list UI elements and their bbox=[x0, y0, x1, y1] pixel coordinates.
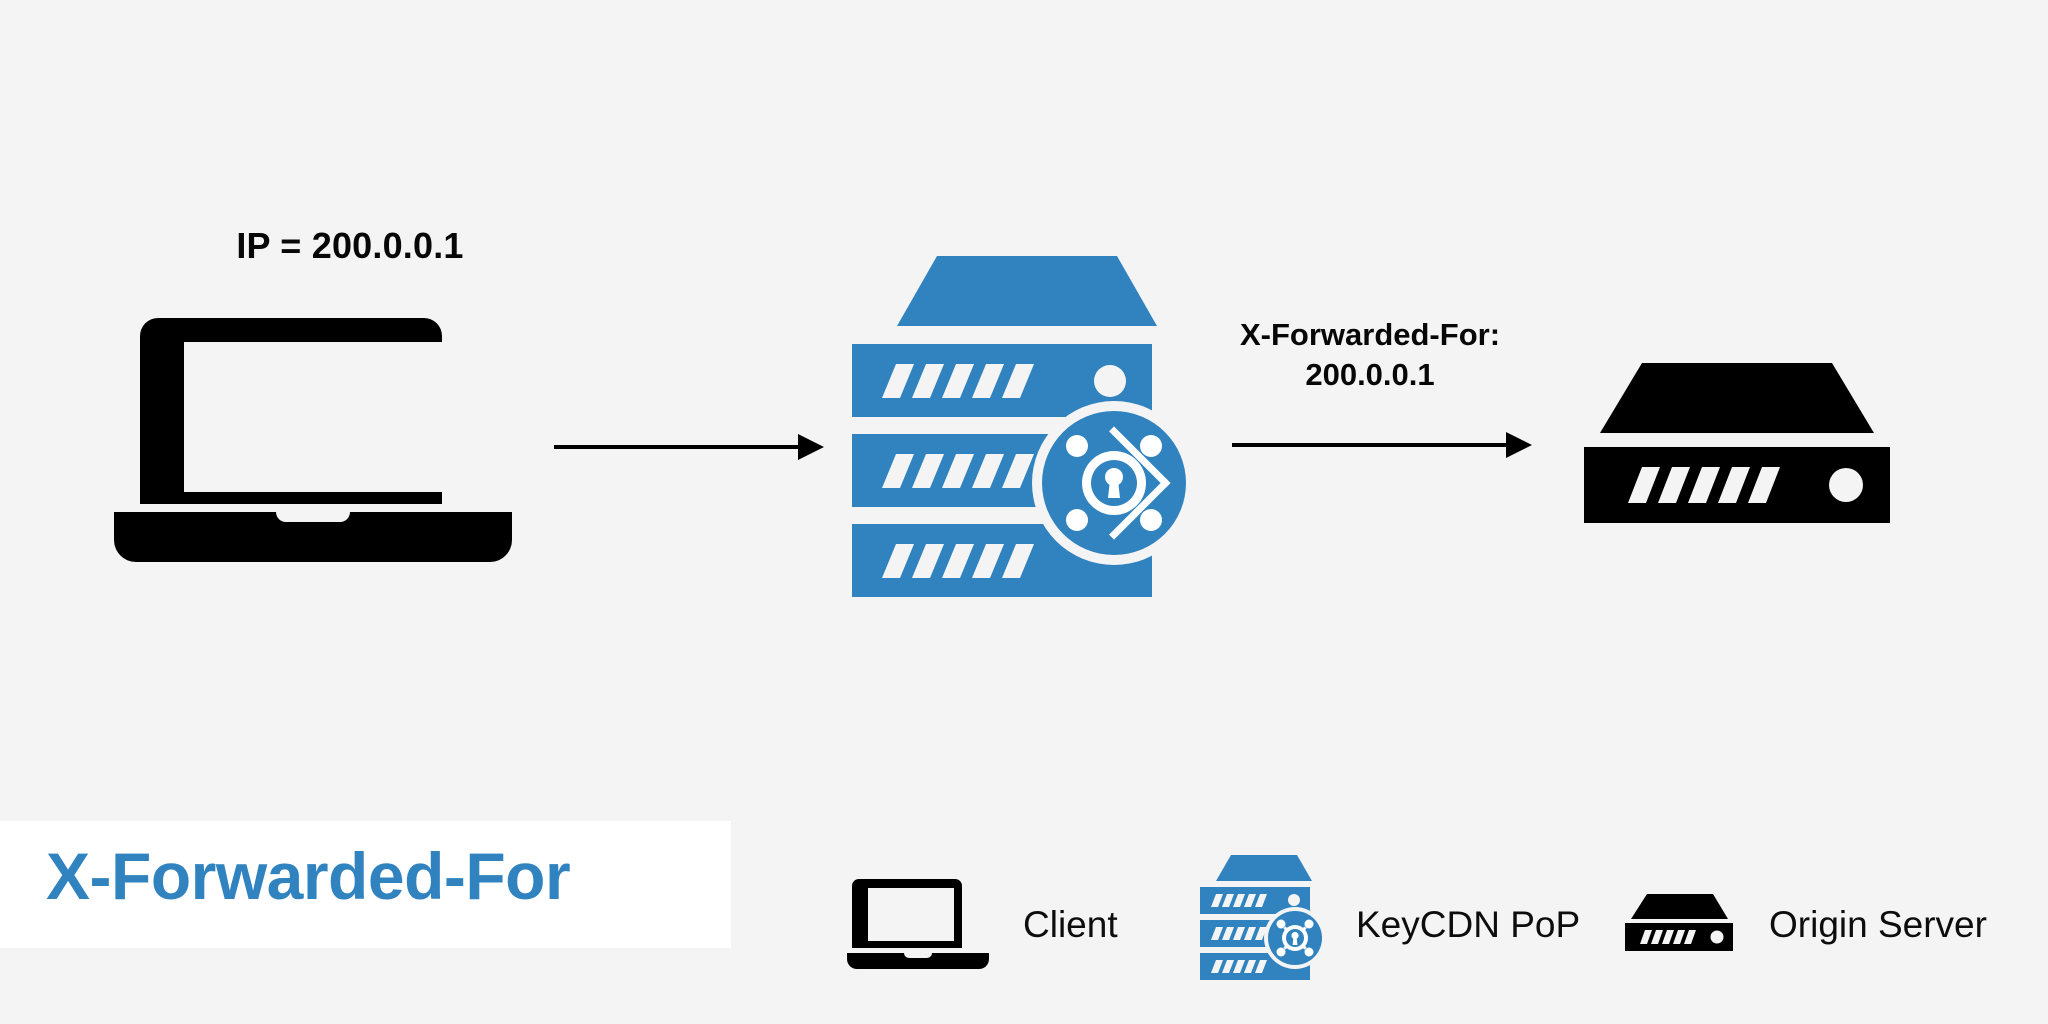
legend-item-keycdn-pop: KeyCDN PoP bbox=[1200, 845, 1580, 1005]
laptop-icon bbox=[845, 873, 991, 978]
server-unit-icon bbox=[1584, 355, 1904, 535]
x-forwarded-for-header-label: X-Forwarded-For: 200.0.0.1 bbox=[1180, 315, 1560, 394]
legend-label-origin-server: Origin Server bbox=[1769, 904, 1987, 945]
server-unit-icon bbox=[1625, 890, 1737, 961]
legend-item-origin-server: Origin Server bbox=[1625, 845, 1987, 1005]
security-badge-icon bbox=[1042, 411, 1186, 555]
legend-label-client: Client bbox=[1023, 904, 1118, 945]
legend-item-client: Client bbox=[845, 845, 1118, 1005]
laptop-icon bbox=[108, 300, 518, 580]
page-title: X-Forwarded-For bbox=[46, 839, 571, 913]
security-badge-icon bbox=[1268, 910, 1322, 965]
legend-label-keycdn-pop: KeyCDN PoP bbox=[1356, 904, 1581, 945]
arrow-right-icon-pop-to-origin bbox=[1232, 410, 1532, 480]
arrow-right-icon-client-to-pop bbox=[554, 412, 824, 482]
client-ip-label: IP = 200.0.0.1 bbox=[236, 225, 464, 266]
xff-header-value: 200.0.0.1 bbox=[1305, 356, 1435, 392]
server-stack-secure-icon bbox=[852, 248, 1202, 633]
legend: Client bbox=[845, 845, 2005, 1005]
title-banner bbox=[0, 821, 731, 948]
server-stack-secure-icon bbox=[1200, 852, 1328, 999]
xff-header-name: X-Forwarded-For: bbox=[1239, 317, 1501, 352]
